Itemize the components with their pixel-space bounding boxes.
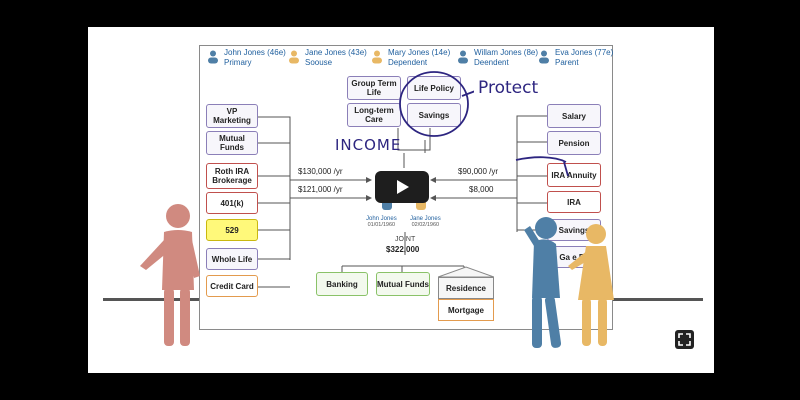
asset-box-life-policy: Life Policy: [407, 76, 461, 100]
member-role: Parent: [555, 58, 579, 67]
asset-box-roth-ira: Roth IRA Brokerage: [206, 163, 258, 189]
family-member-eva: Eva Jones (77e) Parent: [539, 48, 614, 68]
flow-right-income: $90,000 /yr: [458, 167, 499, 176]
person-icon: [539, 50, 549, 64]
asset-box-mutual-funds: Mutual Funds: [206, 131, 258, 155]
person-icon: [458, 50, 468, 64]
family-member-william: Willam Jones (8e) Deendent: [458, 48, 539, 68]
jane-label: Jane Jones 02/02/1960: [410, 216, 441, 228]
john-dob: 01/01/1960: [367, 222, 396, 228]
asset-box-529: 529: [206, 219, 258, 241]
asset-box-salary: Salary: [547, 104, 601, 128]
asset-box-ira: IRA: [547, 191, 601, 213]
family-member-mary: Mary Jones (14e) Dependent: [372, 48, 451, 68]
flow-left-savings: $121,000 /yr: [298, 185, 343, 194]
john-label: John Jones 01/01/1960: [366, 216, 397, 228]
member-role: Soouse: [305, 58, 333, 67]
family-member-jane: Jane Jones (43e) Soouse: [289, 48, 367, 68]
flow-right-savings: $8,000: [469, 185, 494, 194]
hand-arrow-annotation: [515, 156, 569, 177]
person-icon: [208, 50, 218, 64]
joint-value: $322,000: [386, 245, 420, 254]
speaker-figure: [140, 204, 200, 346]
member-name: Eva Jones (77e): [555, 48, 614, 57]
flow-left-income: $130,000 /yr: [298, 167, 343, 176]
person-icon: [289, 50, 299, 64]
member-role: Deendent: [474, 58, 509, 67]
asset-box-long-term-care: Long-term Care: [347, 103, 401, 127]
asset-box-vp-marketing: VP Marketing: [206, 104, 258, 128]
fullscreen-button[interactable]: [675, 330, 694, 349]
asset-box-residence: Residence: [438, 277, 494, 299]
member-role: Primary: [224, 58, 252, 67]
asset-box-group-term-life: Group Term Life: [347, 76, 401, 100]
person-icon: [372, 50, 382, 64]
asset-box-banking: Banking: [316, 272, 368, 296]
asset-box-credit-card: Credit Card: [206, 275, 258, 297]
asset-box-mortgage: Mortgage: [438, 299, 494, 321]
member-name: Mary Jones (14e): [388, 48, 451, 57]
member-name: John Jones (46e): [224, 48, 286, 57]
member-name: Willam Jones (8e): [474, 48, 539, 57]
couple-illustration: [524, 217, 614, 348]
hand-circle-annotation: [399, 71, 474, 137]
asset-box-pension: Pension: [547, 131, 601, 155]
jane-name: Jane Jones: [410, 216, 441, 222]
fullscreen-icon: [678, 333, 691, 346]
family-member-john: John Jones (46e) Primary: [208, 48, 286, 68]
asset-box-savings-center: Savings: [407, 103, 461, 127]
asset-box-401k: 401(k): [206, 192, 258, 214]
member-role: Dependent: [388, 58, 428, 67]
jane-dob: 02/02/1960: [411, 222, 440, 228]
asset-box-ira-annuity: IRA Annuity: [547, 163, 601, 187]
hand-text-income: INCOME: [335, 136, 402, 154]
member-name: Jane Jones (43e): [305, 48, 367, 57]
hand-text-protect: Protect: [478, 78, 539, 98]
play-button[interactable]: [375, 171, 429, 203]
john-name: John Jones: [366, 216, 397, 222]
asset-box-whole-life: Whole Life: [206, 248, 258, 270]
asset-box-joint-mutual-funds: Mutual Funds: [376, 272, 430, 296]
joint-label: JOINT: [395, 236, 416, 243]
